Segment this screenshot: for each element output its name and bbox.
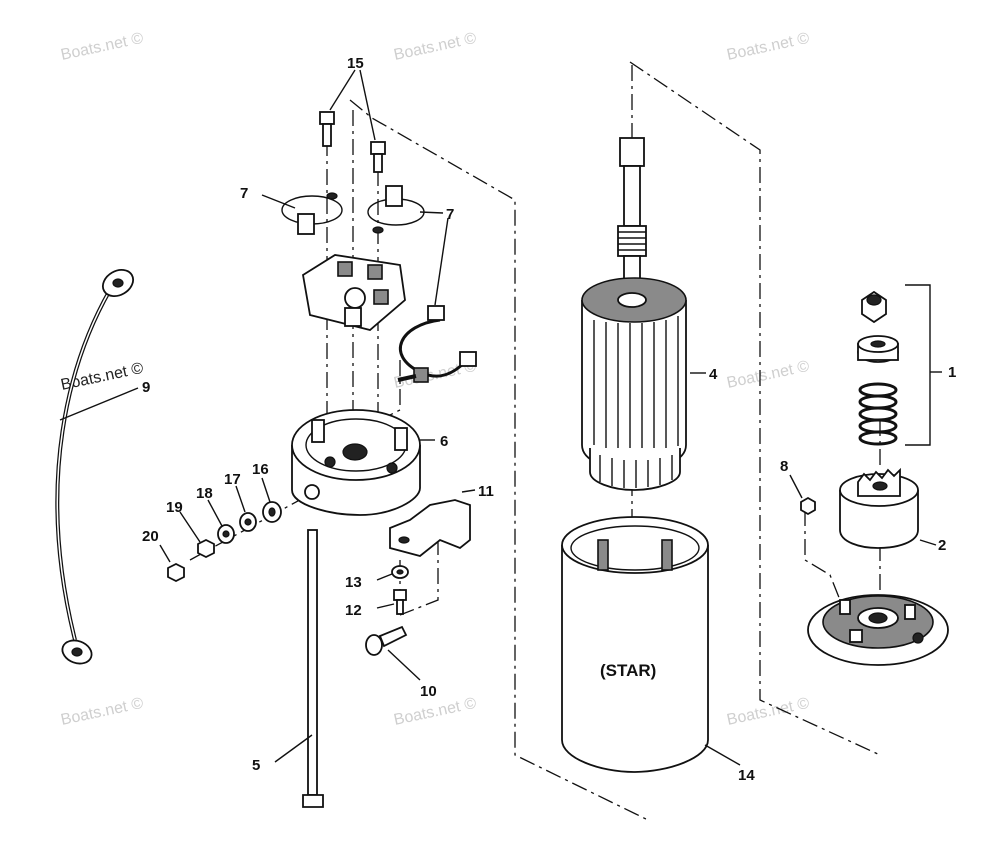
assembly-line [349, 99, 649, 821]
end-cap [291, 409, 421, 516]
callout-15: 15 [347, 55, 364, 72]
callout-2: 2 [938, 537, 946, 554]
cable [55, 268, 134, 665]
callout-19: 19 [166, 499, 183, 516]
watermark: Boats.net © [59, 30, 145, 64]
mounting-bracket [389, 499, 471, 557]
callout-17: 17 [224, 471, 241, 488]
small-hardware [365, 565, 409, 656]
small-nut [800, 496, 816, 516]
watermark: Boats.net © [725, 30, 811, 64]
callout-5: 5 [252, 757, 260, 774]
watermark: Boats.net © [725, 358, 811, 392]
watermark: Boats.net © [392, 30, 478, 64]
watermark: Boats.net © [59, 695, 145, 729]
housing-label: (STAR) [600, 661, 656, 680]
screws [319, 111, 386, 173]
callout-16: 16 [252, 461, 269, 478]
through-bolt [302, 529, 324, 808]
callout-7-right: 7 [446, 206, 454, 223]
callout-6: 6 [440, 433, 448, 450]
callout-8: 8 [780, 458, 788, 475]
washer-stack [167, 501, 282, 583]
leader-lines [59, 69, 942, 766]
callout-11: 11 [478, 483, 494, 500]
motor-housing: (STAR) [561, 516, 709, 773]
callout-12: 12 [345, 602, 362, 619]
callouts: 1 2 4 5 6 7 7 8 9 10 11 12 13 14 15 16 1… [142, 55, 956, 784]
brush-plate [302, 254, 406, 331]
callout-1: 1 [948, 364, 956, 381]
callout-13: 13 [345, 574, 362, 591]
brush-springs [281, 185, 425, 235]
drive-end-plate [807, 594, 949, 666]
callout-10: 10 [420, 683, 437, 700]
callout-9: 9 [142, 379, 150, 396]
callout-7-left: 7 [240, 185, 248, 202]
callout-4: 4 [709, 366, 718, 383]
callout-18: 18 [196, 485, 213, 502]
pinion-gear [839, 467, 919, 549]
drive-stack [857, 290, 899, 446]
lead-wires [397, 305, 477, 383]
callout-14: 14 [738, 767, 755, 784]
watermark: Boats.net © [725, 695, 811, 729]
assembly-line [804, 510, 841, 601]
armature [581, 137, 687, 491]
callout-20: 20 [142, 528, 159, 545]
